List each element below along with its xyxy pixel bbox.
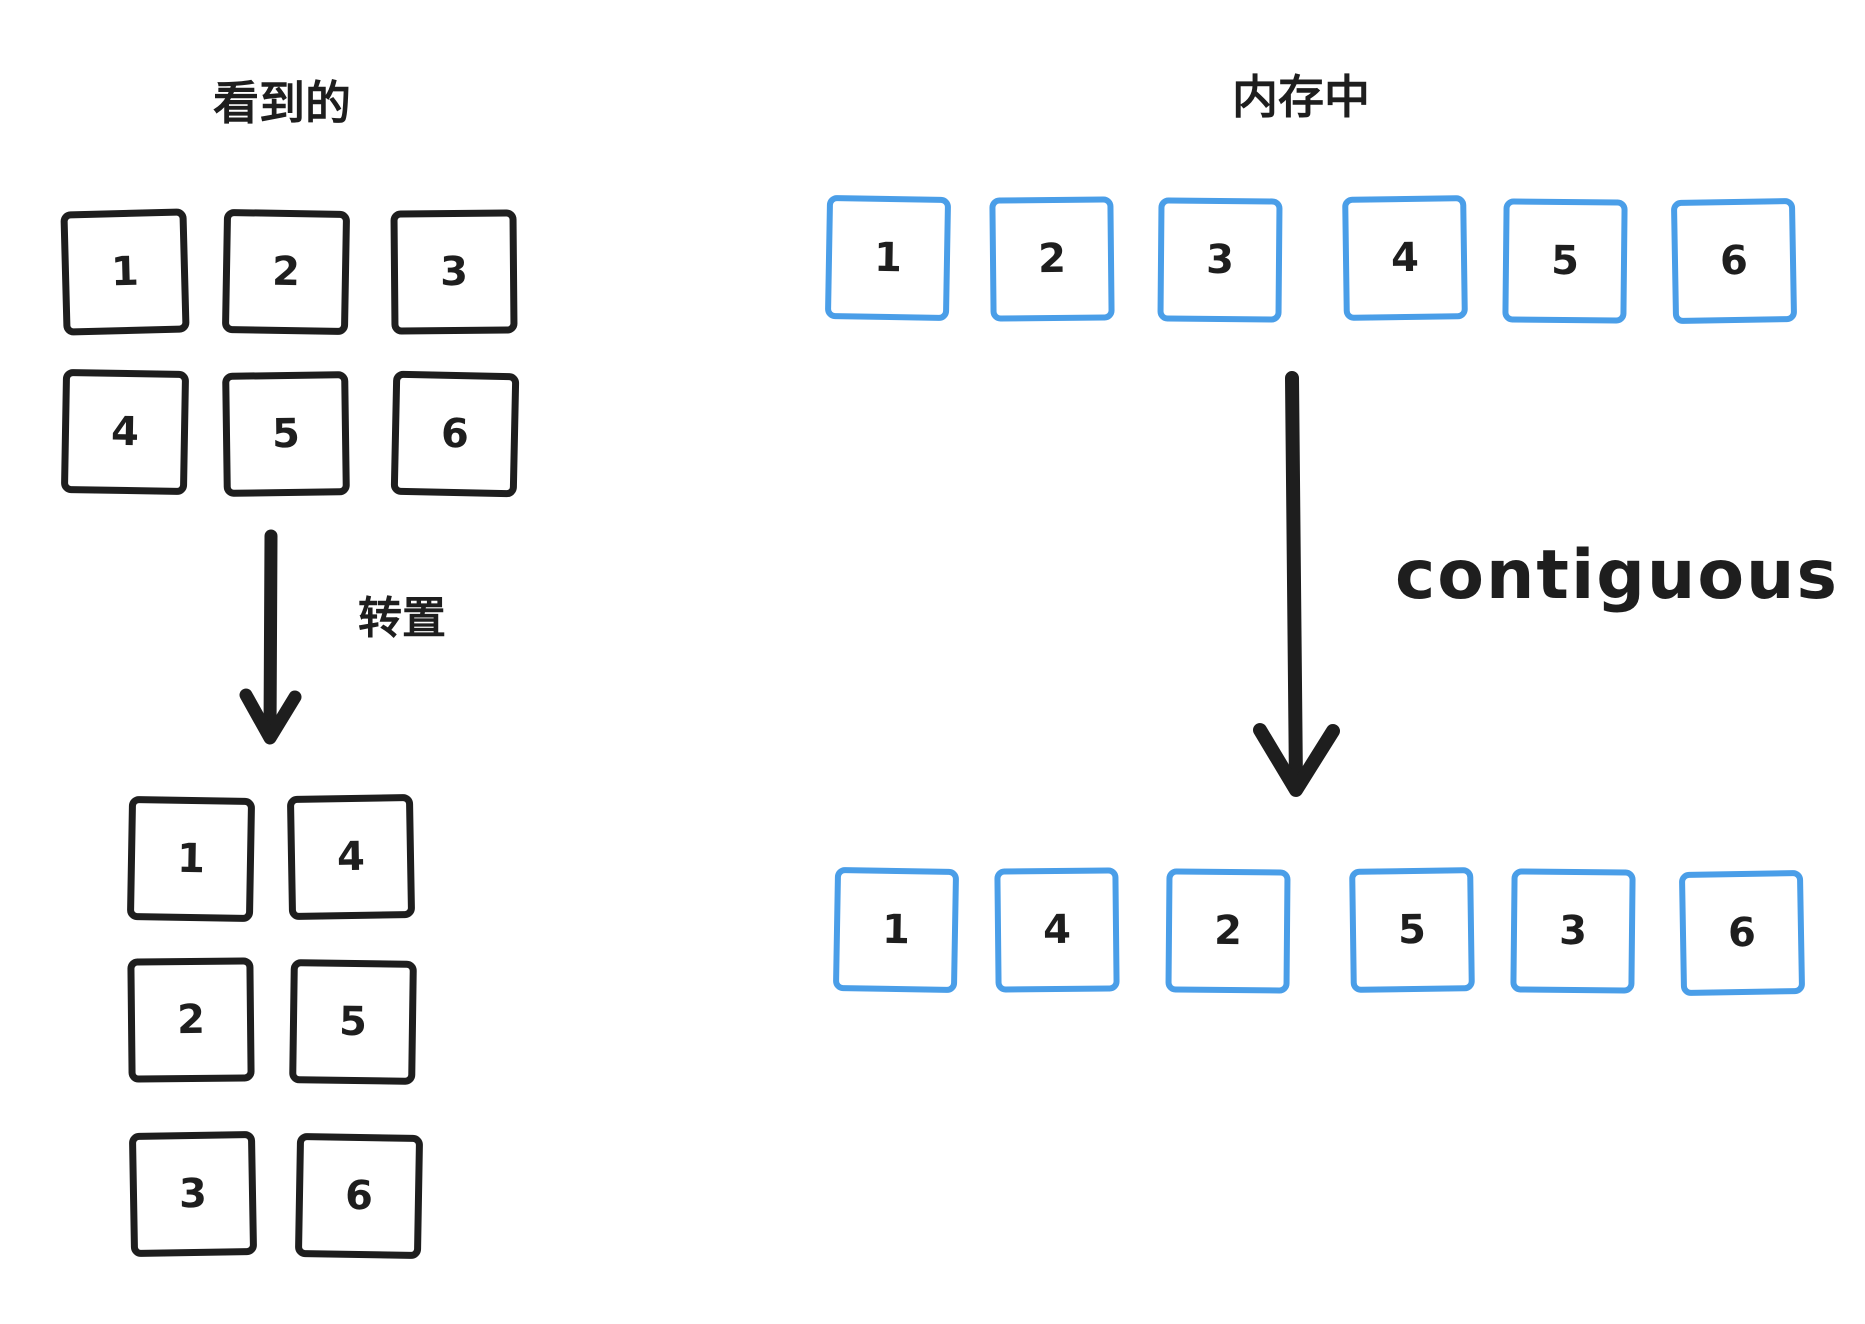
memory-cell: 5: [1349, 867, 1475, 993]
memory-cell: 1: [824, 194, 952, 322]
memory-cell: 5: [1502, 198, 1628, 324]
grid-cell: 1: [60, 208, 190, 336]
grid-cell: 2: [127, 957, 255, 1083]
grid-cell: 3: [390, 209, 518, 335]
contiguous-label: contiguous: [1395, 536, 1839, 615]
grid-cell: 6: [294, 1132, 424, 1260]
memory-cell: 4: [1342, 195, 1468, 321]
memory-cell: 2: [1165, 868, 1291, 994]
grid-cell: 6: [390, 370, 520, 498]
grid-cell: 5: [222, 371, 350, 497]
grid-cell: 3: [128, 1130, 258, 1258]
memory-cell: 6: [1670, 197, 1798, 325]
transpose-arrow: [239, 529, 302, 745]
grid-cell: 1: [126, 795, 256, 923]
memory-cell: 3: [1510, 868, 1636, 994]
grid-cell: 4: [286, 793, 416, 921]
grid-cell: 5: [289, 959, 417, 1085]
memory-cell: 2: [989, 196, 1115, 322]
grid-cell: 4: [60, 368, 190, 496]
memory-cell: 3: [1157, 197, 1283, 323]
memory-cell: 1: [832, 866, 960, 994]
transpose-label: 转置: [358, 593, 446, 644]
memory-cell: 6: [1678, 869, 1806, 997]
grid-cell: 2: [221, 208, 351, 336]
right-title: 内存中: [1232, 70, 1370, 124]
memory-cell: 4: [994, 867, 1120, 993]
contiguous-arrow: [1253, 371, 1340, 797]
left-title: 看到的: [213, 76, 351, 130]
